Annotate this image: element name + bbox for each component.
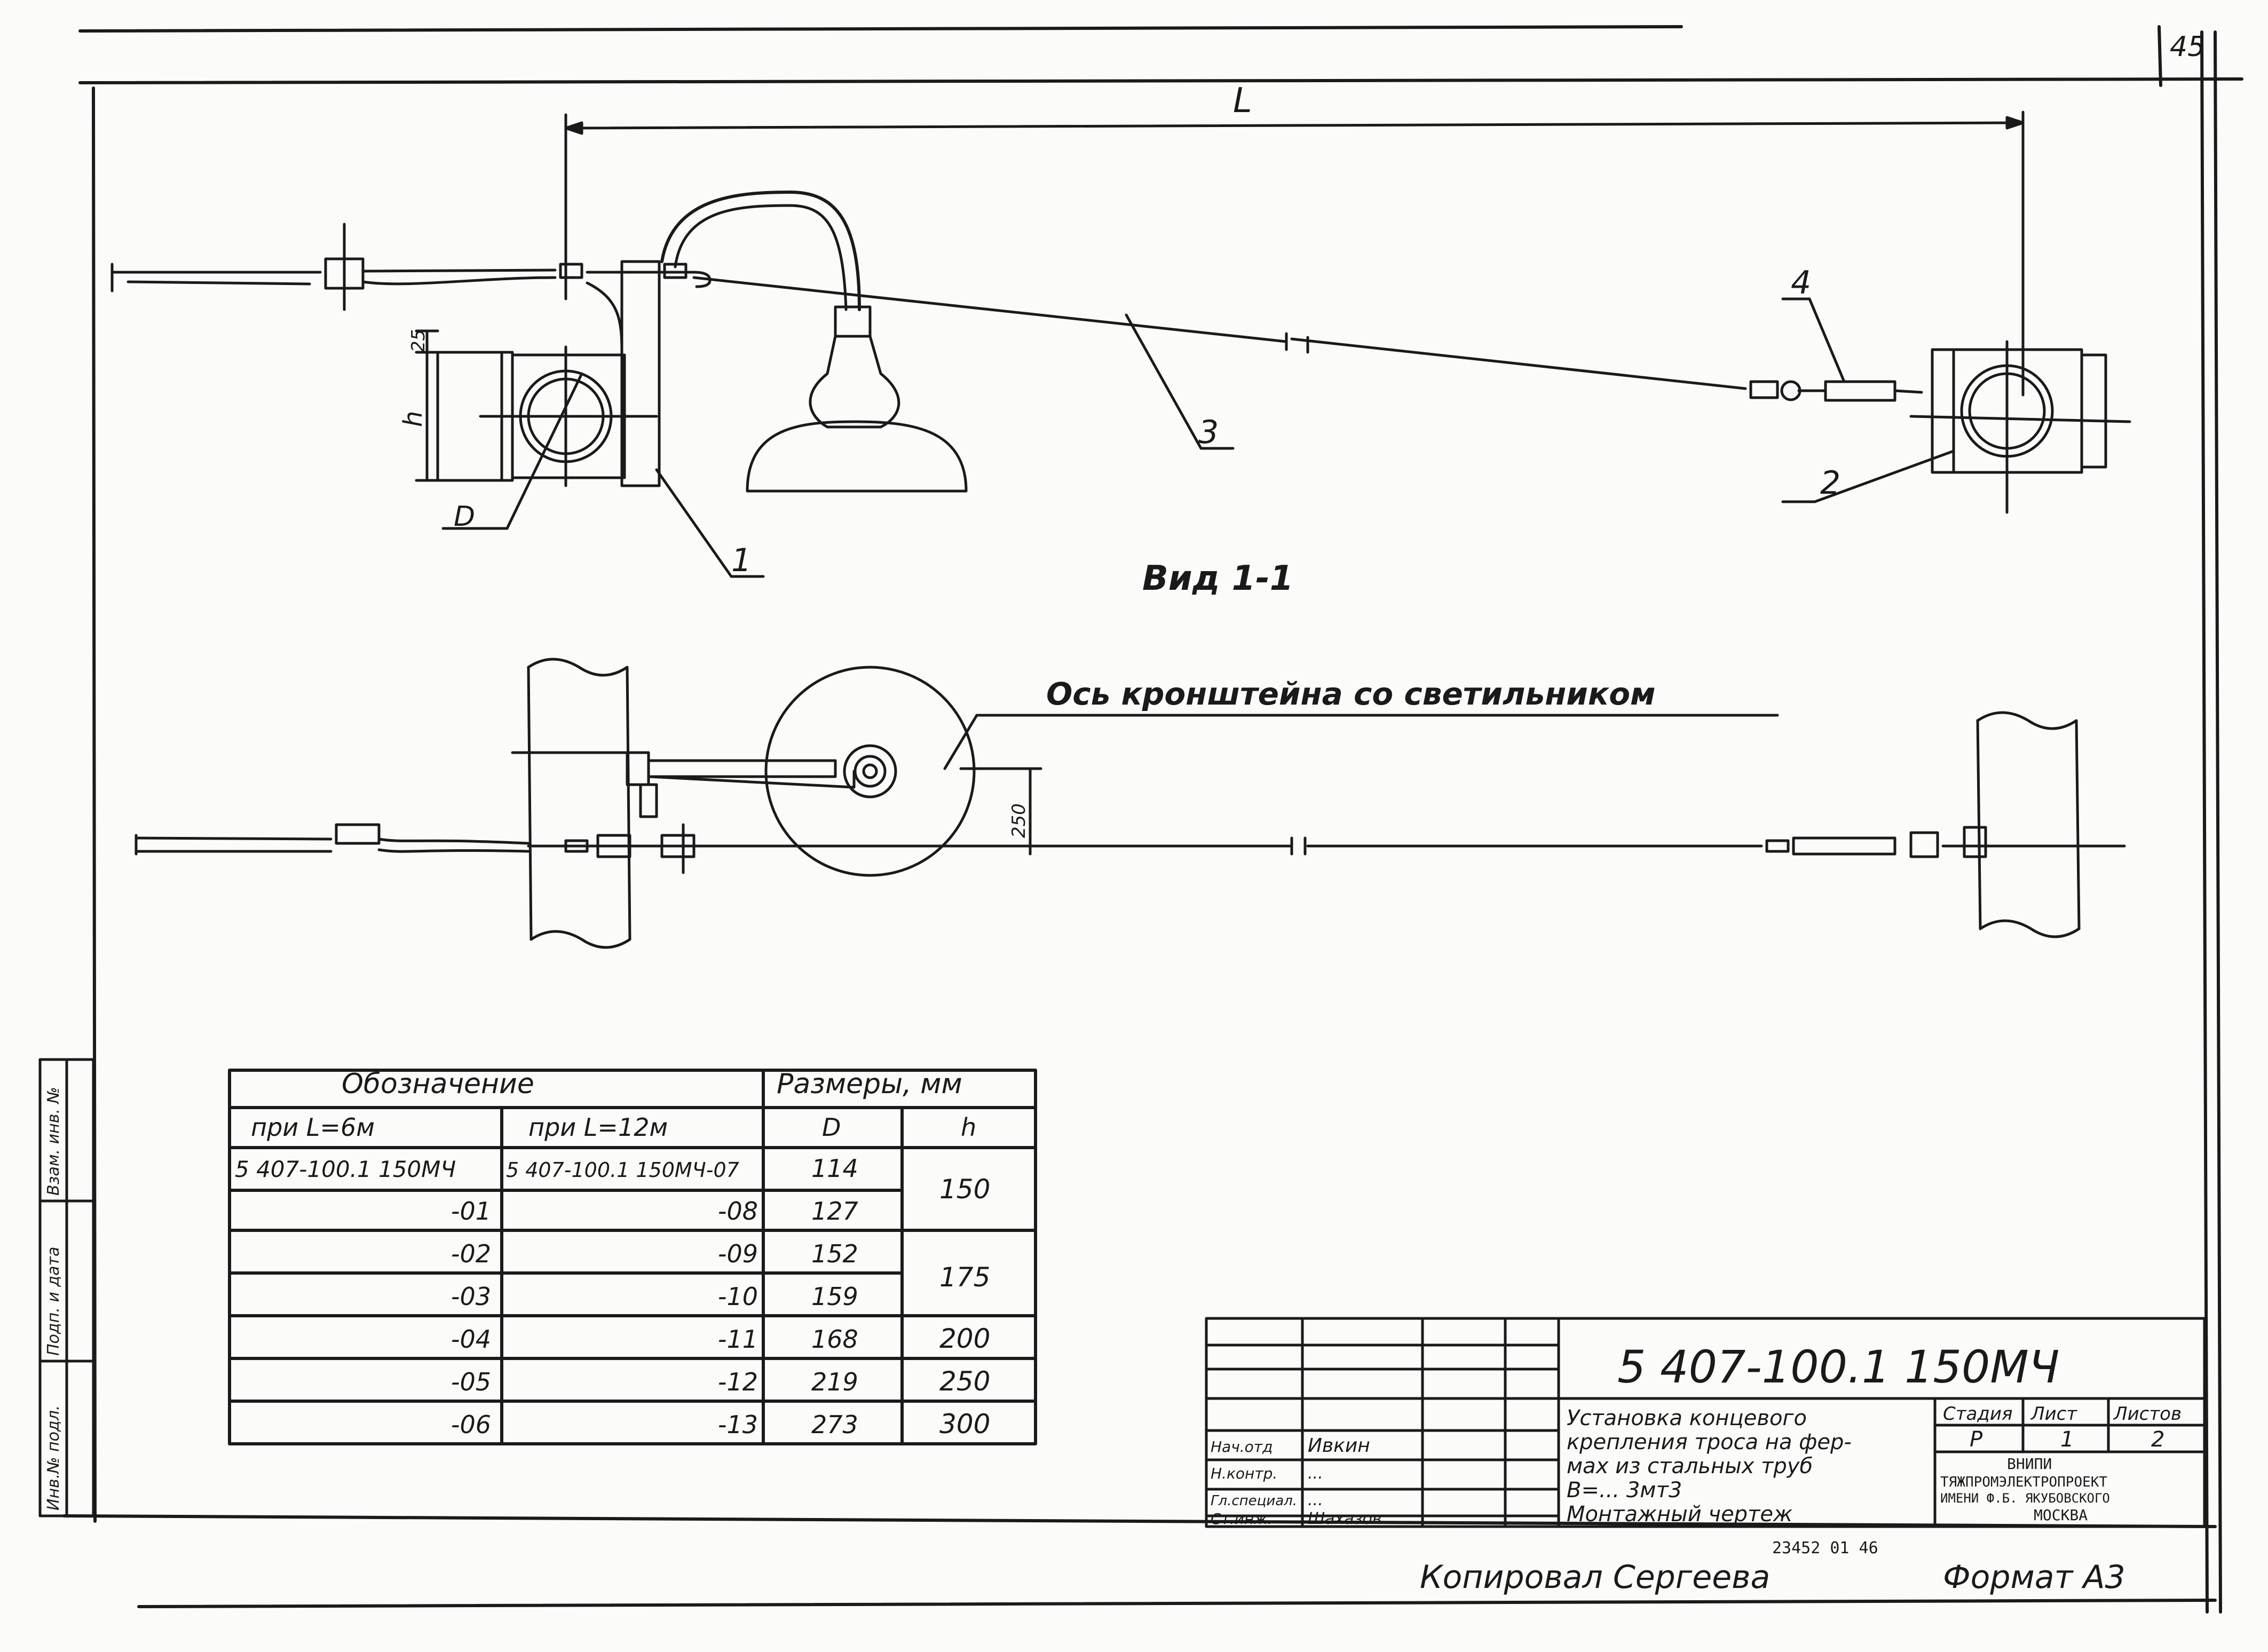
org-line-1: ВНИПИ <box>2007 1455 2052 1473</box>
role-1: Нач.отд <box>1211 1438 1273 1456</box>
row-2-l12: -09 <box>718 1239 758 1268</box>
header-sizes: Размеры, мм <box>777 1068 962 1100</box>
col-l12: при L=12м <box>528 1113 668 1142</box>
row-2-l6: -02 <box>451 1239 491 1268</box>
sheet-value: 1 <box>2060 1427 2074 1452</box>
dimension-h: h <box>398 411 428 427</box>
callout-1: 1 <box>731 542 752 579</box>
name-2: ... <box>1308 1464 1323 1483</box>
top-view <box>110 110 2131 578</box>
stage-header: Стадия <box>1943 1403 2012 1425</box>
row-5-l6: -05 <box>451 1368 491 1396</box>
side-stamp-replace: Взам. инв. № <box>44 1087 63 1196</box>
row-4-l12: -11 <box>718 1325 758 1354</box>
h-300: 300 <box>939 1409 990 1440</box>
title-line-4: В=... 3мт3 <box>1567 1478 1682 1503</box>
sheet-header: Лист <box>2030 1403 2077 1425</box>
callout-4: 4 <box>1791 264 1811 302</box>
title-line-3: мах из стальных труб <box>1567 1454 1813 1479</box>
callout-2: 2 <box>1820 464 1840 502</box>
dimension-25: 25 <box>408 329 429 352</box>
dimension-L: L <box>1233 81 1252 121</box>
copied-by: Копировал Сергеева <box>1420 1559 1770 1596</box>
row-0-D: 114 <box>811 1154 858 1183</box>
format-label: Формат А3 <box>1943 1559 2125 1596</box>
org-line-2: ТЯЖПРОМЭЛЕКТРОПРОЕКТ <box>1940 1474 2107 1490</box>
title-block: 5 407-100.1 150МЧ Установка концевого кр… <box>1211 1341 2182 1528</box>
section-view <box>135 658 2126 949</box>
sheets-header: Листов <box>2113 1403 2182 1425</box>
row-1-l12: -08 <box>718 1197 758 1226</box>
title-line-5: Монтажный чертеж <box>1567 1502 1792 1527</box>
axis-note: Ось кронштейна со светильником <box>1046 676 1656 712</box>
h-150: 150 <box>939 1174 990 1205</box>
row-1-D: 127 <box>811 1197 858 1226</box>
row-6-l12: -13 <box>718 1410 758 1439</box>
title-line-2: крепления троса на фер- <box>1567 1430 1852 1455</box>
dimension-D: D <box>454 501 475 533</box>
row-3-l6: -03 <box>451 1282 491 1311</box>
callout-3: 3 <box>1198 414 1219 451</box>
row-6-l6: -06 <box>451 1410 491 1439</box>
role-4: Ст.инж. <box>1211 1510 1272 1528</box>
col-D: D <box>822 1113 841 1142</box>
stamp-number: 23452 01 46 <box>1772 1539 1878 1558</box>
side-stamp-inv: Инв.№ подл. <box>44 1405 63 1511</box>
row-5-D: 219 <box>811 1368 858 1396</box>
org-line-4: МОСКВА <box>2034 1506 2088 1524</box>
title-block-grid <box>1205 1317 2206 1528</box>
title-line-1: Установка концевого <box>1567 1406 1807 1430</box>
name-1: Ивкин <box>1308 1435 1370 1457</box>
row-2-D: 152 <box>811 1239 858 1268</box>
row-0-l6: 5 407-100.1 150МЧ <box>235 1156 456 1182</box>
name-3: ... <box>1308 1491 1323 1509</box>
row-1-l6: -01 <box>451 1197 491 1226</box>
drawing-code: 5 407-100.1 150МЧ <box>1617 1341 2059 1393</box>
header-designation: Обозначение <box>342 1068 534 1100</box>
col-l6: при L=6м <box>251 1113 375 1142</box>
row-4-D: 168 <box>811 1325 858 1354</box>
page-number: 45 <box>2170 31 2205 63</box>
stage-value: Р <box>1970 1427 1983 1452</box>
org-line-3: ИМЕНИ Ф.Б. ЯКУБОВСКОГО <box>1940 1491 2110 1506</box>
sheets-value: 2 <box>2151 1427 2164 1452</box>
h-175: 175 <box>939 1262 990 1293</box>
role-3: Гл.специал. <box>1211 1493 1297 1509</box>
side-stamp-sign: Подп. и дата <box>44 1247 63 1356</box>
row-0-l12: 5 407-100.1 150МЧ-07 <box>506 1158 739 1182</box>
col-h: h <box>961 1113 976 1142</box>
role-2: Н.контр. <box>1211 1465 1277 1482</box>
row-6-D: 273 <box>811 1410 858 1439</box>
spec-table: Обозначение Размеры, мм при L=6м при L=1… <box>235 1068 990 1440</box>
sheet-frame <box>62 25 2243 1614</box>
row-4-l6: -04 <box>451 1325 491 1354</box>
spec-table-grid <box>228 1069 1037 1445</box>
view-label: Вид 1-1 <box>1142 559 1293 598</box>
row-5-l12: -12 <box>718 1368 758 1396</box>
h-200: 200 <box>939 1323 990 1354</box>
row-3-l12: -10 <box>718 1282 758 1311</box>
name-4: Шахазов <box>1308 1509 1382 1528</box>
side-stamp <box>38 1058 95 1517</box>
row-3-D: 159 <box>811 1282 858 1311</box>
h-250: 250 <box>939 1366 990 1397</box>
dimension-250: 250 <box>1008 803 1030 838</box>
